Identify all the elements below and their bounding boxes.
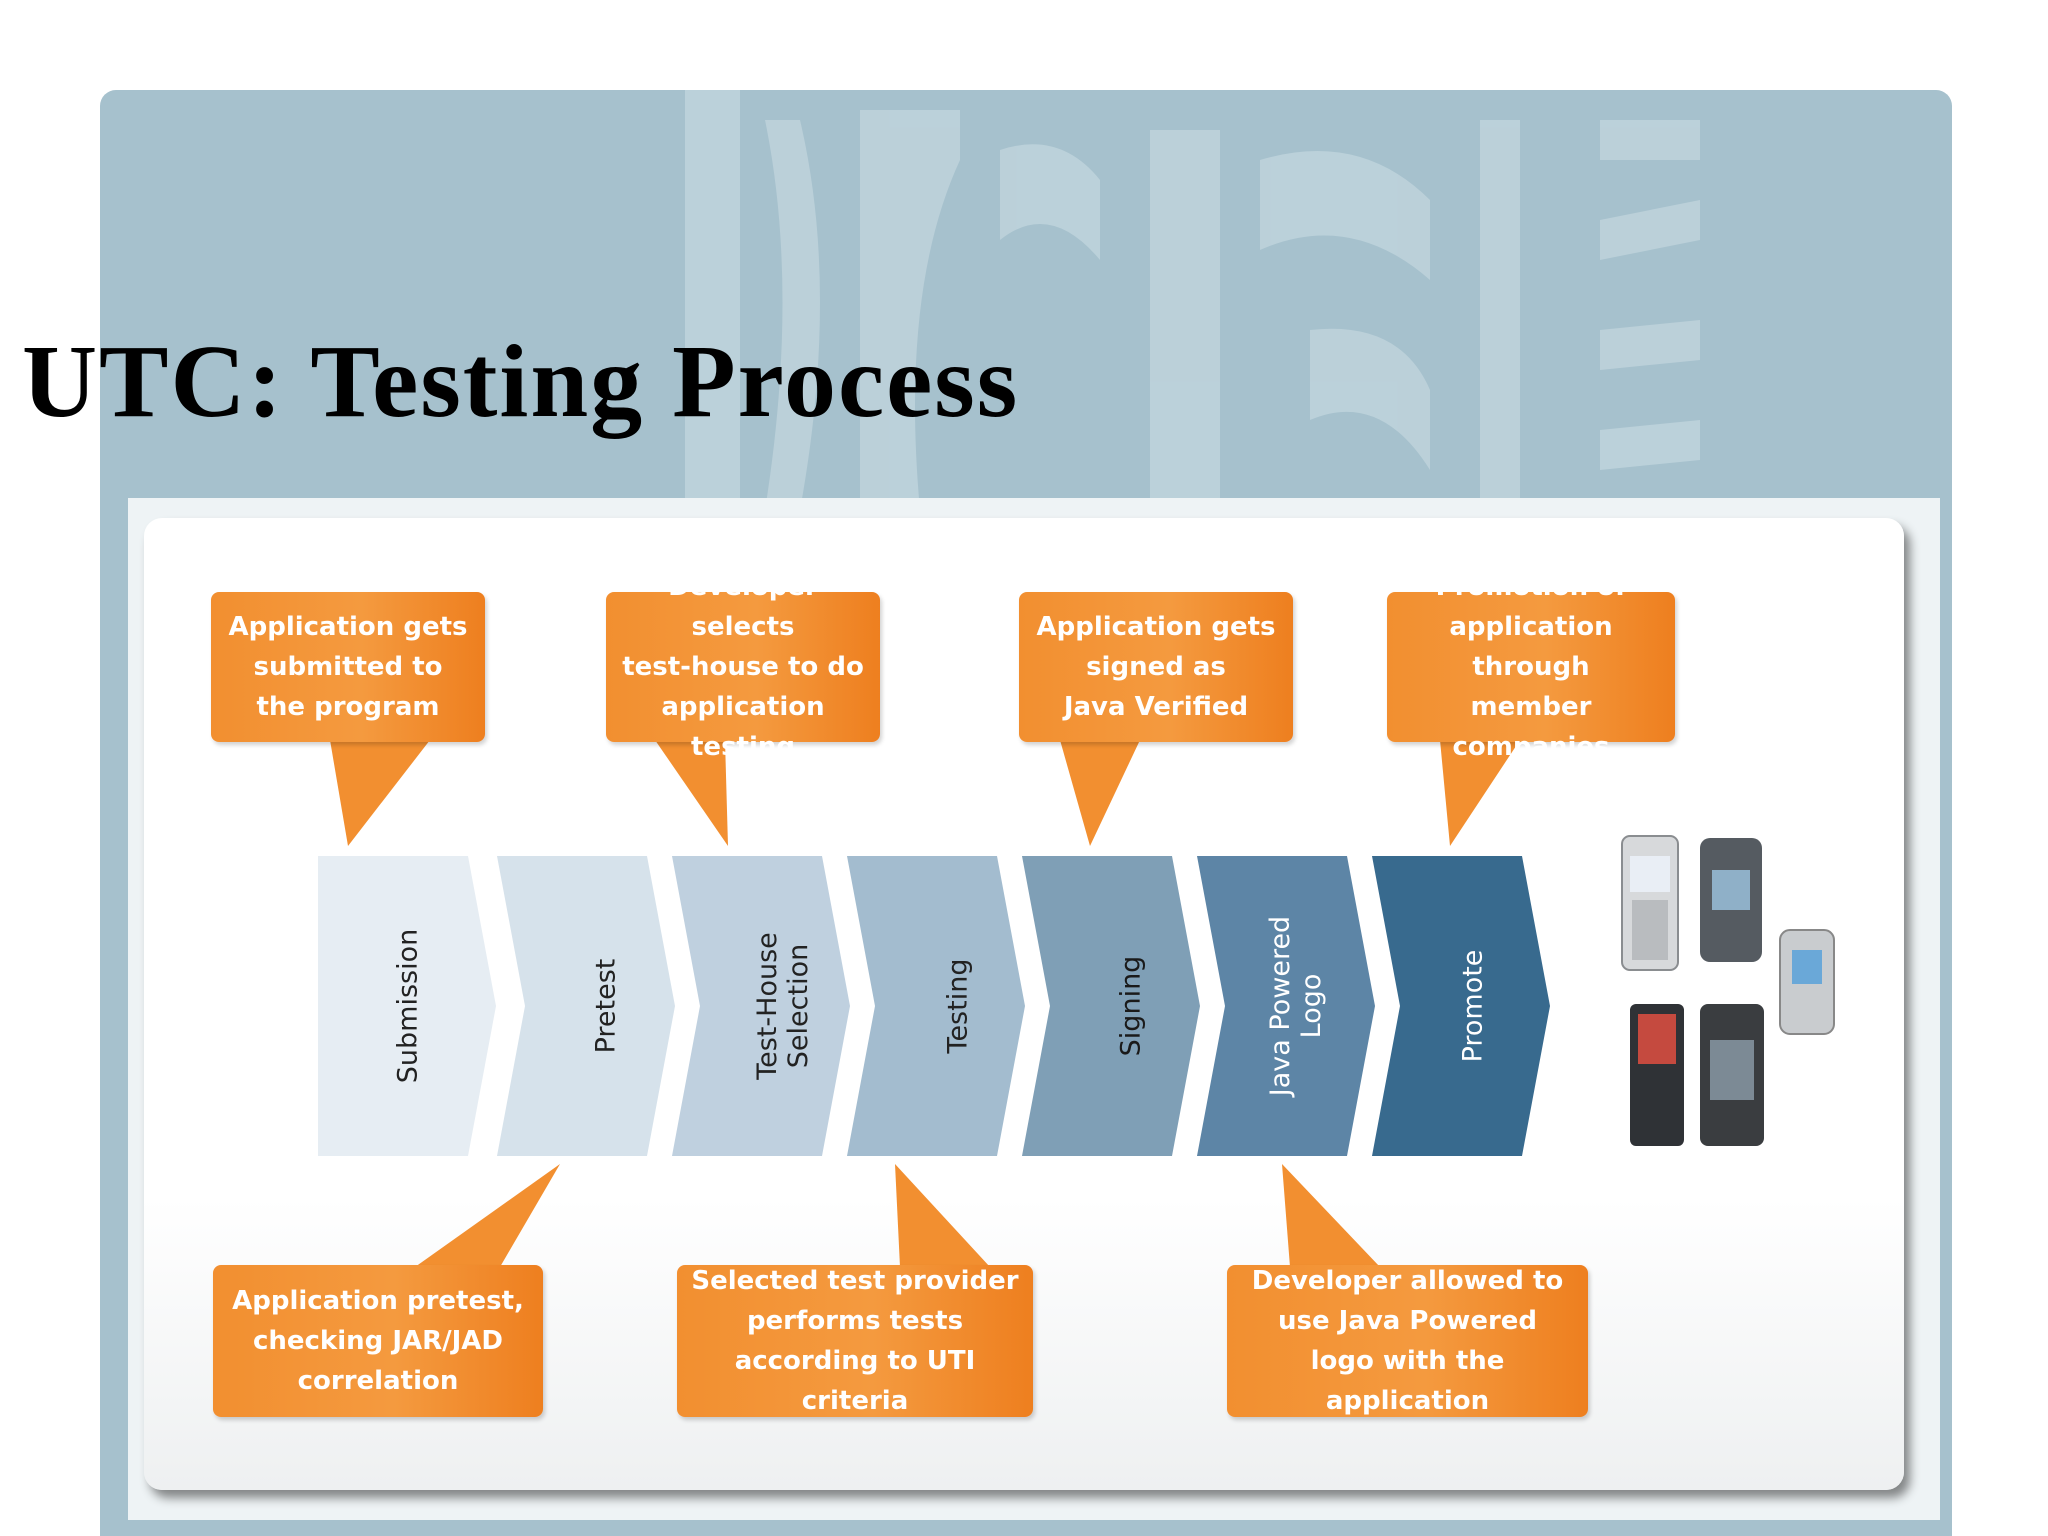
callout-box: Application gets signed as Java Verified — [1019, 592, 1293, 742]
stage-label: Promote — [1457, 949, 1489, 1063]
stage-label: Java Powered Logo — [1265, 915, 1327, 1097]
stage-chevron — [318, 856, 496, 1156]
mobile-phones-image — [1621, 835, 1835, 1146]
callout-box: Developer allowed to use Java Powered lo… — [1227, 1265, 1588, 1417]
stage-label: Testing — [942, 958, 974, 1054]
stage-chevron — [497, 856, 675, 1156]
callout-pointer — [415, 1164, 560, 1267]
callout-box: Promotion of application through member … — [1387, 572, 1675, 762]
slide-title: UTC: Testing Process — [22, 324, 1020, 439]
callout-pointer — [1282, 1164, 1380, 1267]
stage-chevron — [672, 856, 850, 1156]
stage-label: Signing — [1115, 955, 1147, 1057]
callout-pointer — [1060, 740, 1140, 846]
stage-label: Pretest — [590, 958, 622, 1054]
callout-pointer — [1440, 740, 1520, 846]
callout-pointer — [655, 740, 728, 846]
callout-pointer — [330, 740, 430, 846]
stage-chevron — [847, 856, 1025, 1156]
callout-box: Application gets submitted to the progra… — [211, 592, 485, 742]
stage-chevron — [1197, 856, 1375, 1156]
stage-label: Test-House Selection — [752, 932, 814, 1080]
callout-box: Application pretest, checking JAR/JAD co… — [213, 1265, 543, 1417]
callout-pointer — [895, 1164, 990, 1267]
stage-label: Submission — [392, 928, 424, 1084]
callout-box: Developer selects test-house to do appli… — [606, 572, 880, 762]
stage-chevron — [1372, 856, 1550, 1156]
callout-box: Selected test provider performs tests ac… — [677, 1265, 1033, 1417]
stage-chevron — [1022, 856, 1200, 1156]
decorative-pattern — [685, 90, 1700, 510]
